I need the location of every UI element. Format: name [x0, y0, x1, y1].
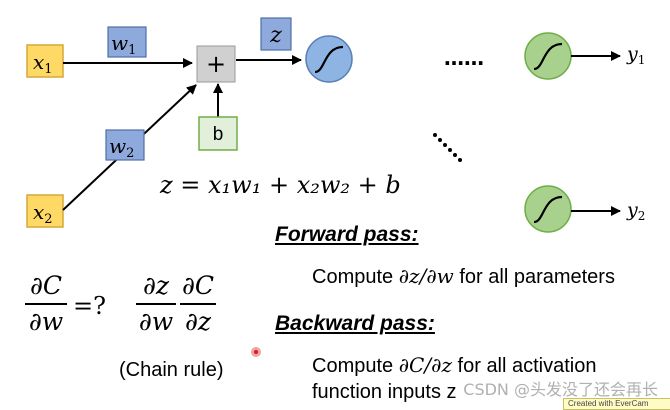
svg-text:b: b [213, 124, 224, 145]
backward-pass-description-line1: Compute ∂C/∂z for all activation [312, 353, 597, 377]
chain-rule-caption: (Chain rule) [119, 359, 224, 381]
svg-text:w2: w2 [109, 134, 134, 161]
sum-node: + [196, 45, 236, 83]
bias-b-box: b [198, 116, 238, 151]
fraction-dz-dw: ∂z∂w [136, 271, 176, 337]
csdn-watermark: CSDN @头发没了还会再长 [463, 380, 658, 399]
weight-w2-box: w2 [105, 129, 145, 161]
svg-text:x1: x1 [33, 50, 53, 77]
recorder-tag: Created with EverCam [563, 398, 670, 410]
svg-text:y1: y1 [626, 43, 645, 67]
input-x1-node: x1 [26, 44, 64, 78]
ellipsis-top: …… [444, 46, 484, 70]
svg-text:y2: y2 [626, 199, 645, 223]
backward-pass-heading: Backward pass: [275, 312, 435, 335]
fraction-dC-dw: ∂C∂w [25, 271, 67, 337]
forward-pass-heading: Forward pass: [275, 223, 419, 246]
equals-question: =? [73, 292, 106, 320]
activation-neuron-blue [305, 35, 353, 83]
sum-equation: z = x₁w₁ + x₂w₂ + b [159, 171, 401, 199]
forward-pass-description: Compute ∂z/∂w for all parameters [312, 264, 615, 288]
sigmoid-icon [533, 42, 563, 71]
fraction-dC-dz: ∂C∂z [180, 271, 216, 336]
input-x2-node: x2 [26, 194, 64, 228]
ellipsis-diagonal [433, 133, 462, 162]
weight-w1-box: w1 [107, 26, 147, 58]
svg-text:z: z [269, 23, 282, 48]
sigmoid-icon [533, 195, 563, 224]
output-neuron-y1: y1 [524, 32, 645, 80]
backward-pass-description-line2: function inputs z [312, 381, 457, 403]
svg-text:w1: w1 [111, 31, 136, 58]
svg-text:x2: x2 [33, 200, 53, 227]
z-label-box: z [260, 17, 292, 51]
output-neuron-y2: y2 [524, 185, 645, 233]
svg-text:+: + [206, 50, 226, 78]
laser-pointer-dot [251, 347, 261, 357]
sigmoid-icon [314, 45, 344, 74]
